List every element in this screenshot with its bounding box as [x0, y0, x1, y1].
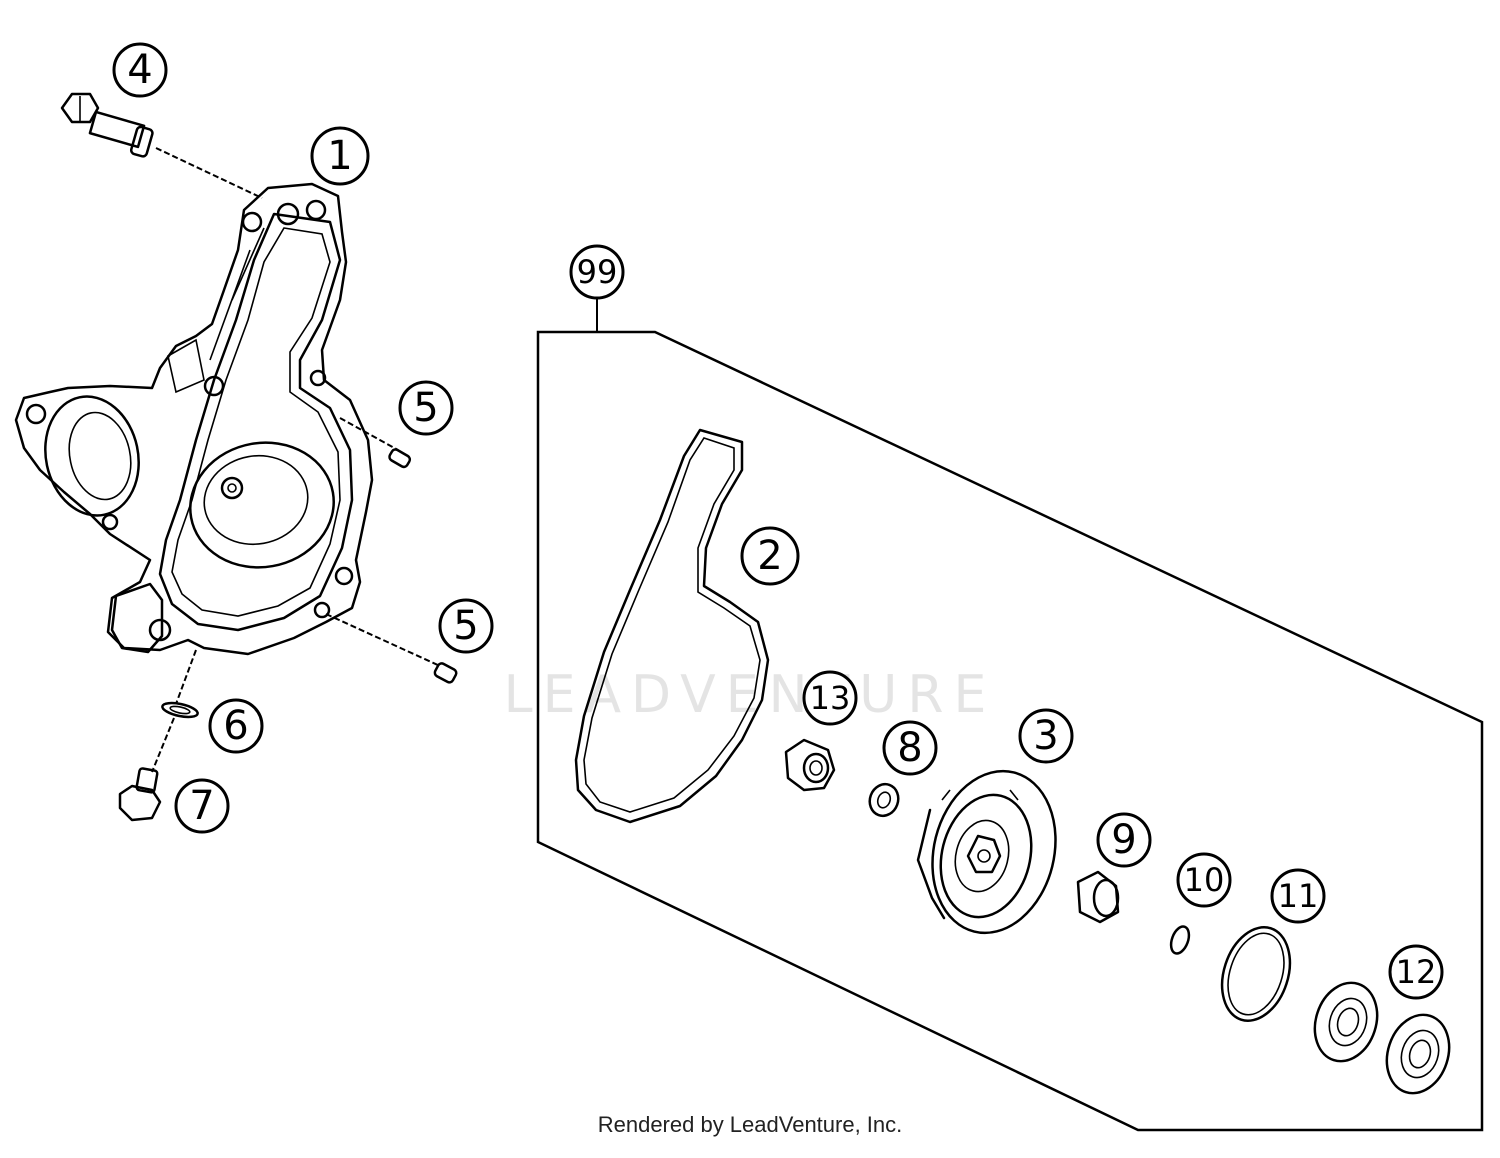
part-5-dowel-pin-lower[interactable]: [433, 662, 458, 684]
kit-group-outline: [536, 330, 1484, 1132]
callout-6[interactable]: 6: [208, 698, 264, 754]
callout-12-label: 12: [1396, 953, 1437, 991]
callout-5-lower[interactable]: 5: [438, 598, 494, 654]
callout-5-upper-label: 5: [413, 385, 438, 431]
callout-13[interactable]: 13: [802, 670, 858, 726]
part-2-gasket[interactable]: [574, 428, 770, 824]
callout-6-label: 6: [223, 703, 248, 749]
callout-3[interactable]: 3: [1018, 708, 1074, 764]
leader-7: [151, 717, 175, 773]
callout-5-upper[interactable]: 5: [398, 380, 454, 436]
callout-8[interactable]: 8: [882, 720, 938, 776]
part-12-shaft-seal-ring-b[interactable]: [1377, 1007, 1459, 1102]
callout-99-label: 99: [577, 253, 618, 291]
callout-4[interactable]: 4: [112, 42, 168, 98]
callout-10-label: 10: [1184, 861, 1225, 899]
part-7-drain-plug[interactable]: [118, 767, 162, 822]
watermark-text: LEADVENTURE: [504, 665, 997, 725]
leader-5a: [339, 417, 399, 451]
callout-10[interactable]: 10: [1176, 852, 1232, 908]
part-5-dowel-pin-upper[interactable]: [388, 448, 412, 469]
part-3-impeller[interactable]: [916, 758, 1072, 946]
callout-12[interactable]: 12: [1388, 944, 1444, 1000]
part-6-sealing-ring[interactable]: [161, 700, 199, 719]
part-9-sleeve[interactable]: [1076, 870, 1120, 924]
callout-4-label: 4: [127, 47, 152, 93]
callout-7[interactable]: 7: [174, 778, 230, 834]
callout-9[interactable]: 9: [1096, 812, 1152, 868]
leader-5b: [325, 613, 441, 667]
callout-11[interactable]: 11: [1270, 868, 1326, 924]
callout-99[interactable]: 99: [569, 244, 625, 300]
callout-8-label: 8: [897, 725, 922, 771]
part-4-bolt[interactable]: [60, 92, 154, 158]
part-10-small-ring[interactable]: [1168, 924, 1193, 956]
callout-1[interactable]: 1: [310, 126, 370, 186]
part-13-nut[interactable]: [784, 738, 836, 792]
part-12-shaft-seal-ring-a[interactable]: [1305, 975, 1387, 1070]
part-11-o-ring[interactable]: [1211, 918, 1302, 1029]
callout-13-label: 13: [810, 679, 851, 717]
callout-9-label: 9: [1111, 817, 1136, 863]
rendered-by-credit: Rendered by LeadVenture, Inc.: [597, 1112, 903, 1137]
callout-3-label: 3: [1033, 713, 1058, 759]
callout-7-label: 7: [189, 783, 214, 829]
callout-2[interactable]: 2: [740, 526, 800, 586]
callout-11-label: 11: [1278, 877, 1319, 915]
callout-5-lower-label: 5: [453, 603, 478, 649]
leader-4: [155, 147, 263, 199]
callout-1-label: 1: [327, 133, 352, 179]
leader-6: [175, 649, 197, 705]
part-1-water-pump-cover[interactable]: [14, 182, 374, 656]
callout-2-label: 2: [757, 533, 782, 579]
part-8-washer[interactable]: [865, 780, 902, 820]
